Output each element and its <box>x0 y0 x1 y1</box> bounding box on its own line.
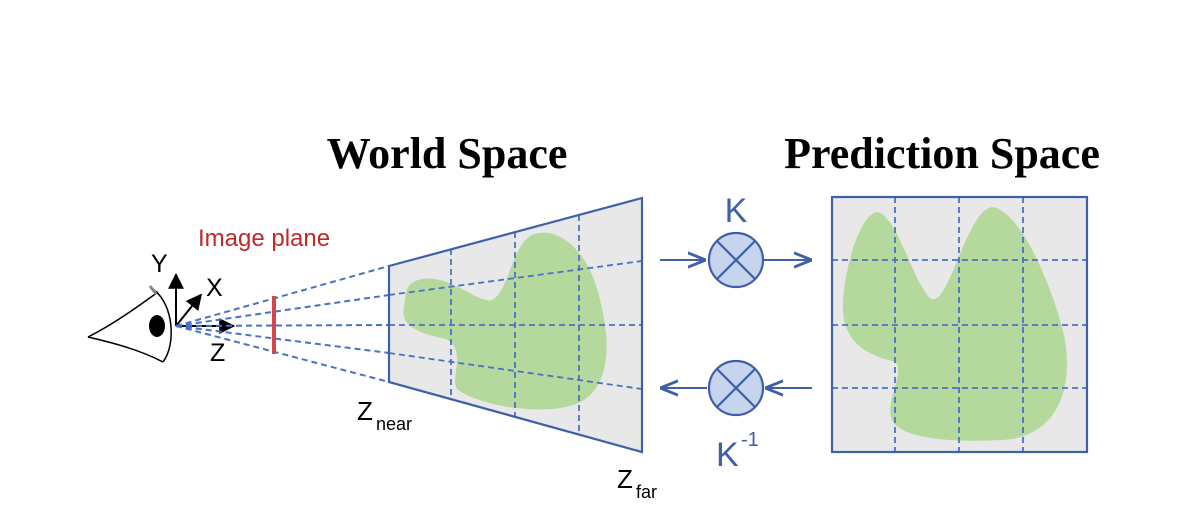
x-axis-label: X <box>206 274 223 302</box>
k-operator-icon <box>707 231 765 289</box>
k-inverse-operator-icon <box>707 359 765 417</box>
k-label: K <box>725 192 748 230</box>
prediction-space-grid <box>830 195 1089 454</box>
svg-text:Z: Z <box>357 396 373 426</box>
k-inverse-label: K -1 <box>716 429 759 474</box>
svg-text:Z: Z <box>617 464 633 494</box>
world-space-frustum <box>387 196 644 454</box>
world-object-shape <box>403 232 607 410</box>
axes: Y X Z <box>151 250 236 367</box>
svg-text:far: far <box>636 482 657 502</box>
z-far-label: Z far <box>617 464 657 502</box>
svg-text:K: K <box>716 436 739 474</box>
svg-text:near: near <box>376 414 412 434</box>
z-axis-label: Z <box>210 339 225 367</box>
world-space-title: World Space <box>327 129 568 178</box>
camera-rays <box>175 265 390 383</box>
eye-icon <box>87 285 172 363</box>
svg-text:-1: -1 <box>741 429 759 451</box>
z-near-label: Z near <box>357 396 412 434</box>
x-axis-arrow <box>175 293 202 327</box>
prediction-space-title: Prediction Space <box>784 129 1100 178</box>
prediction-object-shape <box>842 207 1067 441</box>
image-plane-label: Image plane <box>198 225 330 252</box>
y-axis-label: Y <box>151 250 168 278</box>
